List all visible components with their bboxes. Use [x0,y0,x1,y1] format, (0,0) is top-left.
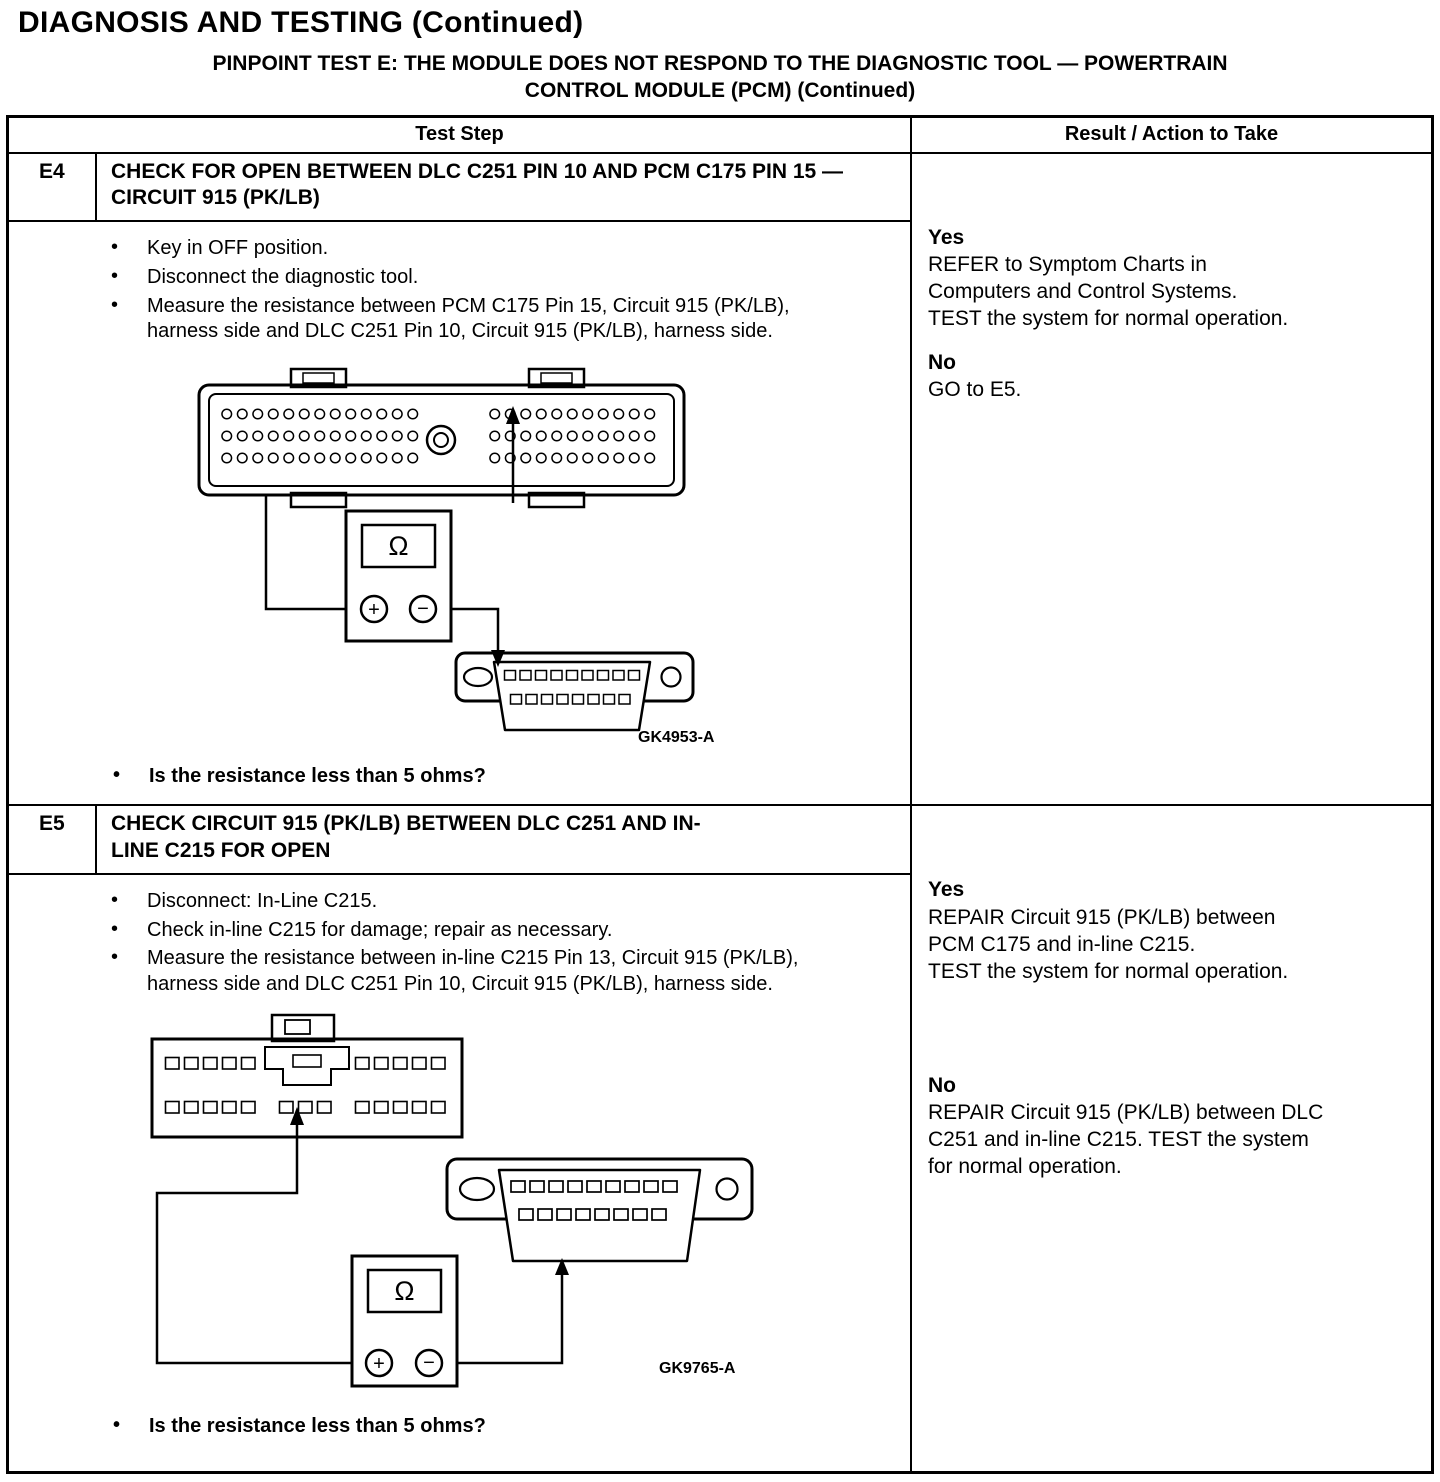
step-row-e5: E5 CHECK CIRCUIT 915 (PK/LB) BETWEEN DLC… [9,806,1431,1472]
page-title: DIAGNOSIS AND TESTING (Continued) [18,6,584,39]
step-e4-instructions: Key in OFF position. Disconnect the diag… [107,235,910,345]
result-yes-label: Yes [928,225,965,249]
plus-terminal-label: + [368,599,380,621]
pcm-connector [197,367,686,508]
step-e5-instructions: Disconnect: In-Line C215. Check in-line … [107,888,910,997]
instruction-item: Key in OFF position. [107,235,807,262]
result-yes-line: Computers and Control Systems. [928,280,1238,304]
instruction-item: Disconnect: In-Line C215. [107,888,807,915]
ohmmeter: Ω + − [344,509,453,643]
dlc-connector [454,651,695,731]
table-header-row: Test Step Result / Action to Take [9,117,1431,154]
step-title: CHECK CIRCUIT 915 (PK/LB) BETWEEN DLC C2… [111,812,701,863]
minus-terminal-label: − [417,598,429,620]
step-e5-result-cell: Yes REPAIR Circuit 915 (PK/LB) between P… [912,806,1431,1471]
probe-arrow-dlc-pin10 [491,649,505,667]
ohmmeter: Ω + − [350,1254,459,1388]
inline-connector-c215 [150,1014,464,1139]
result-no-block: No GO to E5. [928,349,1417,404]
step-e4-result-cell: Yes REFER to Symptom Charts in Computers… [912,154,1431,805]
step-e4-content: Key in OFF position. Disconnect the diag… [9,222,910,804]
step-e5-header: E5 CHECK CIRCUIT 915 (PK/LB) BETWEEN DLC… [9,806,910,876]
test-lead-wires [155,1124,564,1365]
step-id: E4 [9,153,97,221]
result-no-line: GO to E5. [928,378,1022,402]
plus-terminal-label: + [373,1353,385,1375]
step-row-e4: E4 CHECK FOR OPEN BETWEEN DLC C251 PIN 1… [9,153,1431,807]
inline-to-dlc-resistance-diagram: Ω + − [150,1014,754,1388]
step-e5-content: Disconnect: In-Line C215. Check in-line … [9,875,910,1471]
pinpoint-test-heading-line2: CONTROL MODULE (PCM) (Continued) [524,79,916,103]
column-header-result: Result / Action to Take [1064,122,1279,145]
column-header-test-step: Test Step [9,117,912,152]
step-id: E5 [9,806,97,874]
result-no-line: REPAIR Circuit 915 (PK/LB) between DLC [928,1100,1324,1124]
pcm-to-dlc-resistance-diagram: Ω + − [197,367,715,746]
step-title: CHECK FOR OPEN BETWEEN DLC C251 PIN 10 A… [111,159,844,210]
probe-arrow-pcm-pin15 [506,405,520,503]
question-text: Is the resistance less than 5 ohms? [149,764,486,787]
ohm-symbol: Ω [394,1276,414,1306]
result-yes-block: Yes REFER to Symptom Charts in Computers… [928,224,1417,333]
step-e4-test-column: E4 CHECK FOR OPEN BETWEEN DLC C251 PIN 1… [9,153,912,805]
ohm-symbol: Ω [388,531,408,561]
step-question: Is the resistance less than 5 ohms? [9,764,910,788]
dlc-connector-c251 [445,1157,754,1263]
result-yes-label: Yes [928,878,965,902]
test-lead-wires [264,494,500,651]
result-yes-line: REFER to Symptom Charts in [928,252,1207,276]
figure-label: GK9765-A [659,1360,736,1377]
result-no-label: No [928,1073,956,1097]
instruction-item: Check in-line C215 for damage; repair as… [107,917,807,944]
result-no-block: No REPAIR Circuit 915 (PK/LB) between DL… [928,1072,1417,1181]
step-question: Is the resistance less than 5 ohms? [9,1414,910,1438]
result-no-line: C251 and in-line C215. TEST the system [928,1128,1309,1152]
result-yes-line: REPAIR Circuit 915 (PK/LB) between [928,905,1276,929]
figure-label: GK4953-A [638,729,715,746]
pinpoint-test-heading: PINPOINT TEST E: THE MODULE DOES NOT RES… [6,50,1434,105]
instruction-item: Measure the resistance between in-line C… [107,945,807,997]
pinpoint-test-heading-line1: PINPOINT TEST E: THE MODULE DOES NOT RES… [212,52,1228,75]
result-no-line: for normal operation. [928,1155,1122,1179]
instruction-item: Measure the resistance between PCM C175 … [107,293,807,345]
result-yes-line: TEST the system for normal operation. [928,307,1289,331]
result-yes-block: Yes REPAIR Circuit 915 (PK/LB) between P… [928,876,1417,985]
probe-arrow-inline-pin13 [290,1107,304,1126]
question-text: Is the resistance less than 5 ohms? [149,1415,486,1438]
probe-arrow-dlc-pin10 [555,1258,569,1276]
step-e4-header: E4 CHECK FOR OPEN BETWEEN DLC C251 PIN 1… [9,153,910,223]
minus-terminal-label: − [423,1352,435,1374]
result-no-label: No [928,350,956,374]
result-yes-line: PCM C175 and in-line C215. [928,932,1196,956]
pinpoint-test-table: Test Step Result / Action to Take E4 CHE… [6,114,1434,1475]
step-e5-test-column: E5 CHECK CIRCUIT 915 (PK/LB) BETWEEN DLC… [9,806,912,1472]
instruction-item: Disconnect the diagnostic tool. [107,264,807,291]
result-yes-line: TEST the system for normal operation. [928,960,1289,984]
